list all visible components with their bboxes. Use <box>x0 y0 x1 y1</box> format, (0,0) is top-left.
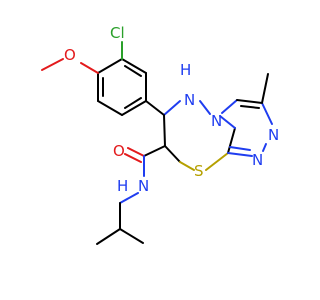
aryl-ring <box>97 58 147 116</box>
carbonyl-oxygen-label: O <box>113 142 125 160</box>
c-o-bond <box>80 62 99 74</box>
bridge-nitrogen-label: N <box>211 112 222 130</box>
carbonyl-double-bond-b <box>124 153 142 163</box>
methyl-bond <box>41 58 64 71</box>
triazole-ring <box>221 99 273 157</box>
amide-nitrogen-label: N <box>138 177 149 195</box>
ring-nh-hydrogen-label: H <box>180 61 191 79</box>
amide-hydrogen-label: H <box>117 177 128 195</box>
chlorine-label: Cl <box>110 24 125 42</box>
isobutyl-chain <box>96 192 144 245</box>
sulfur-label: S <box>194 162 204 180</box>
molecule-structure: Cl O H N N S N N O N H <box>41 24 279 245</box>
methoxy-oxygen-label: O <box>64 46 76 64</box>
triazole-methyl-bond <box>261 73 269 104</box>
carbonyl-double-bond-a <box>127 147 145 157</box>
triazole-nitrogen-2-label: N <box>252 151 263 169</box>
ring-nh-nitrogen-label: N <box>184 91 195 109</box>
triazole-nitrogen-1-label: N <box>268 126 279 144</box>
thiadiazine-ring <box>163 100 236 171</box>
aryl-c6-bond <box>145 100 165 116</box>
c7-carbonyl-bond <box>143 145 166 157</box>
